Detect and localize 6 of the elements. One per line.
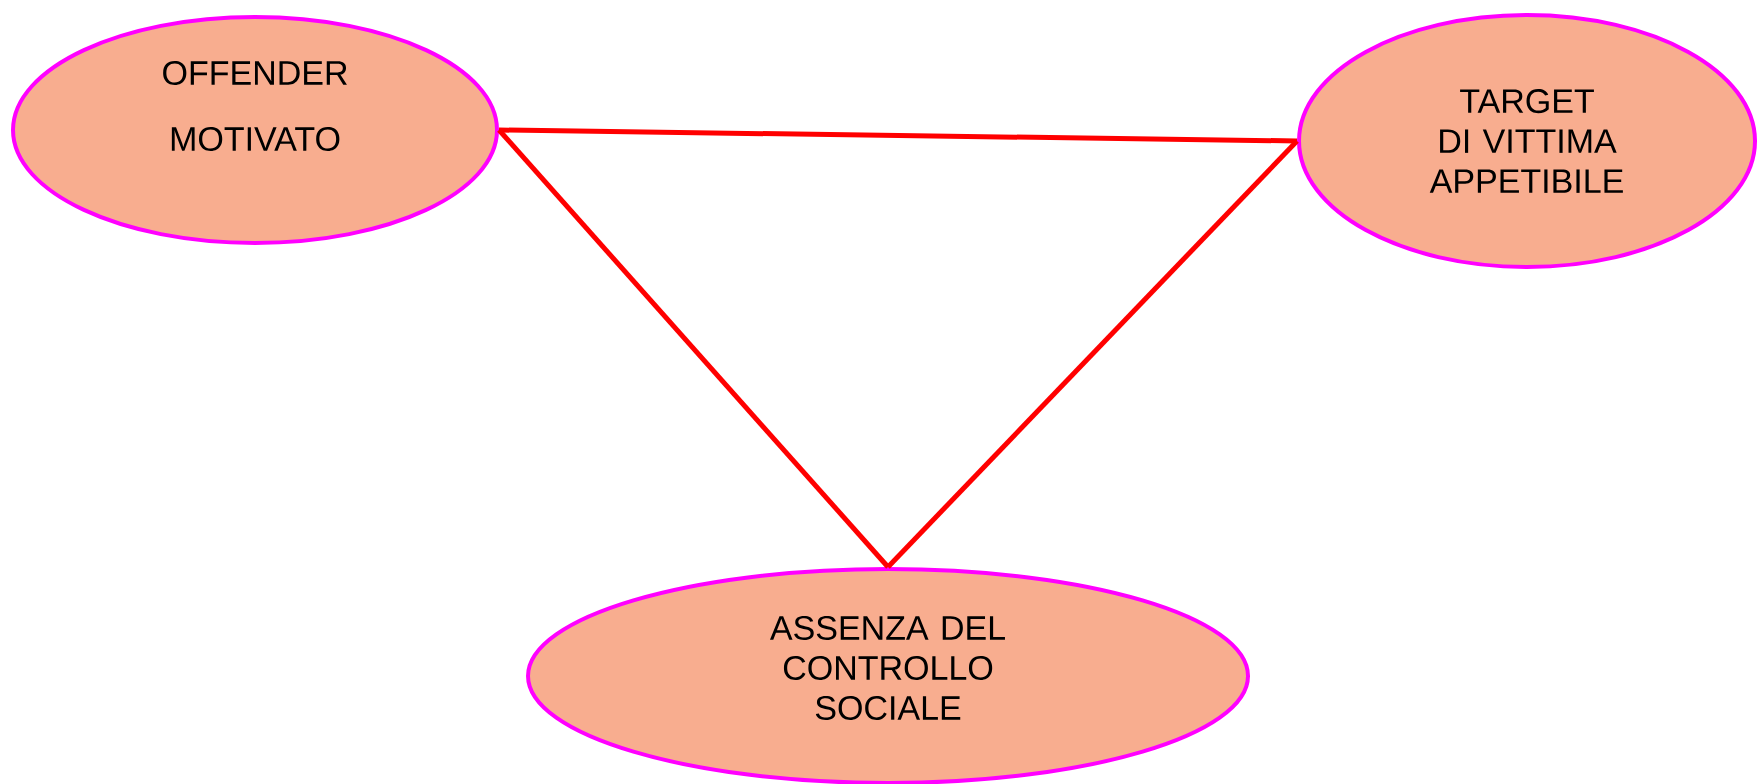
ellipse-node: OFFENDER MOTIVATO	[11, 15, 499, 245]
connector-line	[886, 139, 1299, 569]
connector-line	[498, 127, 1298, 144]
ellipse-node: TARGET DI VITTIMA APPETIBILE	[1297, 13, 1757, 269]
connector-line	[497, 128, 890, 569]
ellipse-node: ASSENZA DEL CONTROLLO SOCIALE	[526, 567, 1250, 784]
